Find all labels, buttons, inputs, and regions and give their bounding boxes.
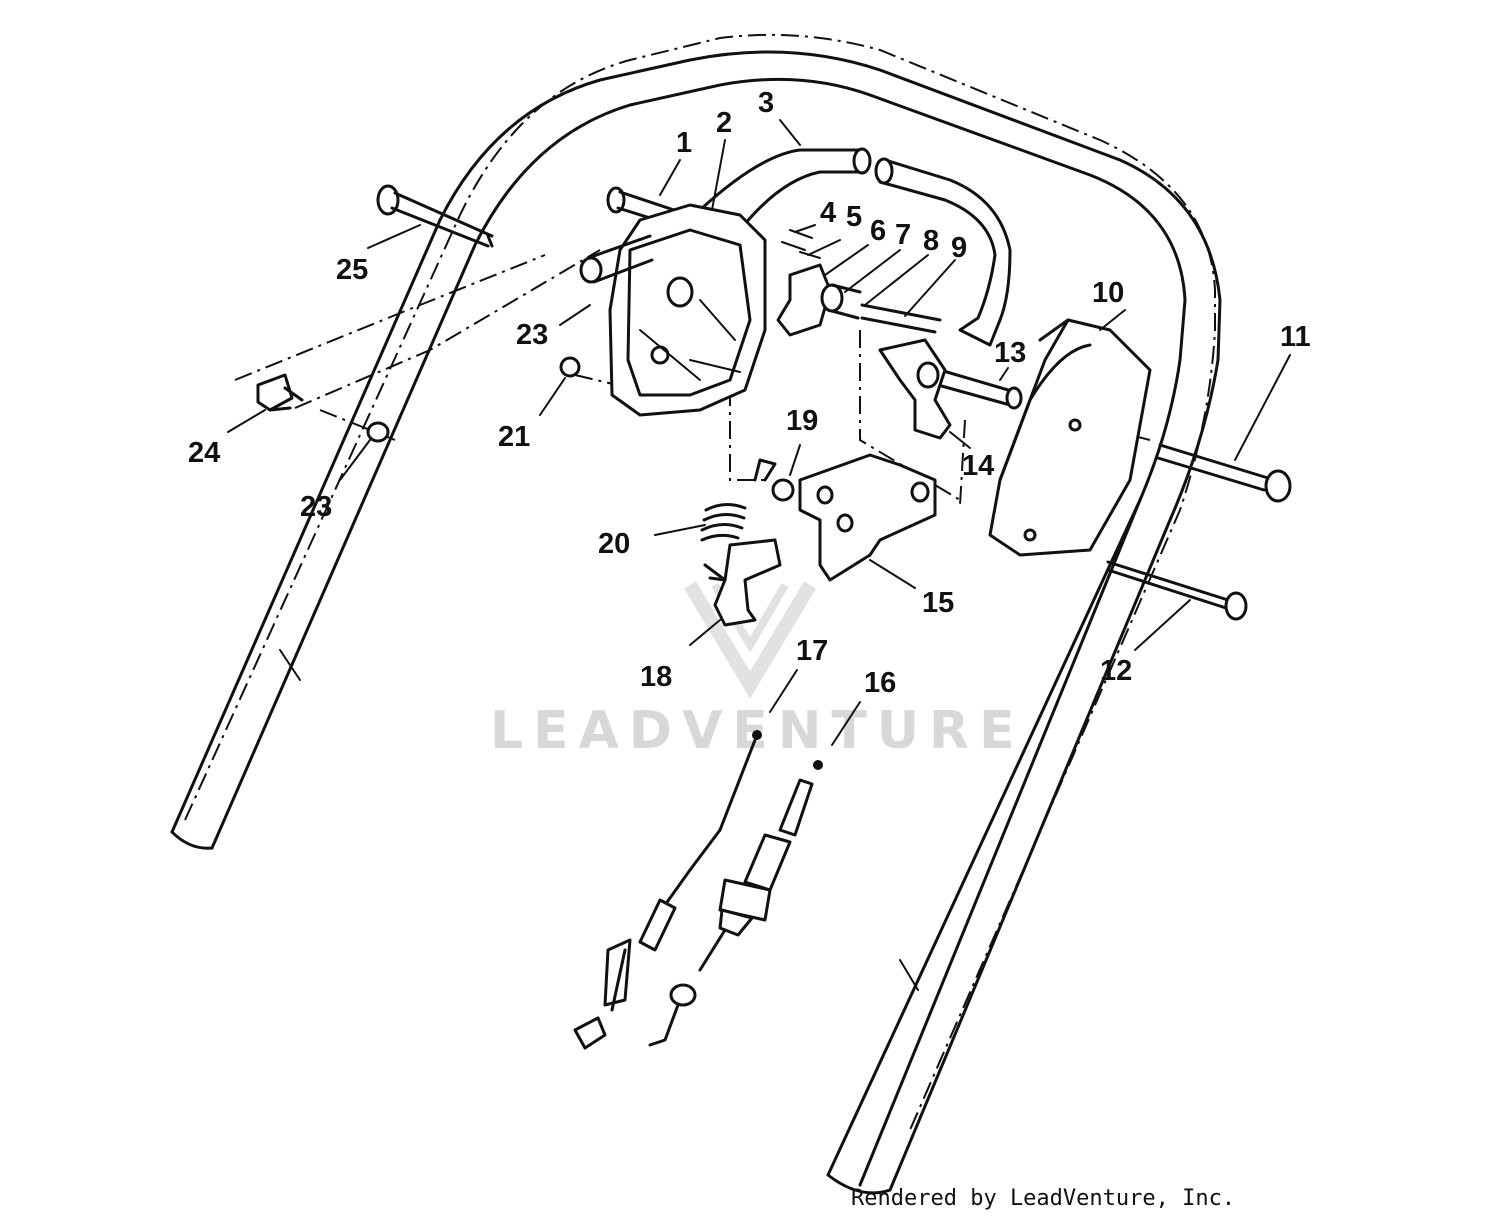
- callout-12: 12: [1100, 655, 1132, 687]
- callout-11: 11: [1280, 321, 1311, 353]
- callout-3: 3: [758, 87, 774, 119]
- part-12-bolt: [1106, 560, 1248, 621]
- callout-23-upper: 23: [516, 319, 548, 351]
- part-6-cam: [776, 263, 832, 337]
- part-18-latch: [703, 538, 782, 627]
- credit-text: Rendered by LeadVenture, Inc.: [851, 1186, 1236, 1211]
- handle-tube-left: [170, 58, 692, 834]
- handle-tube-end-left: [170, 830, 214, 850]
- callout-10: 10: [1092, 277, 1124, 309]
- callout-16: 16: [864, 667, 896, 699]
- callout-7: 7: [895, 219, 911, 251]
- part-19-washer: [771, 478, 795, 502]
- part-24-bushing: [256, 373, 304, 412]
- part-13-pin: [936, 368, 1023, 410]
- part-7-8-9-rod: [820, 283, 942, 334]
- handle-tube-right-outer: [688, 50, 1222, 1192]
- part-14-lever: [878, 338, 952, 440]
- callouts: 1 2 3 4 5 6 7 8 9 10 11 12 13 14 15 16 1…: [188, 87, 1311, 699]
- callout-25: 25: [336, 254, 368, 286]
- callout-21: 21: [498, 421, 530, 453]
- part-4-5-washers: [781, 229, 821, 259]
- part-11-bolt: [1156, 443, 1292, 503]
- part-20-spring: [700, 458, 777, 542]
- callout-20: 20: [598, 528, 630, 560]
- callout-13: 13: [994, 337, 1026, 369]
- part-25-bolt: [376, 184, 494, 248]
- callout-2: 2: [716, 107, 732, 139]
- callout-9: 9: [951, 232, 967, 264]
- part-23-spacer-upper: [579, 234, 654, 284]
- callout-14: 14: [962, 450, 994, 482]
- callout-4: 4: [820, 197, 836, 229]
- callout-17: 17: [796, 635, 828, 667]
- part-3-bail: [698, 147, 1012, 347]
- callout-6: 6: [870, 215, 886, 247]
- handle-tube-bend-mark: [279, 649, 919, 991]
- handle-tube-end-right: [826, 498, 1142, 1195]
- part-15-bracket: [798, 453, 937, 582]
- handle-outline-dashed: [184, 33, 1216, 1131]
- callout-23-lower: 23: [300, 491, 332, 523]
- part-10-cover: [988, 318, 1152, 557]
- part-2-housing: [608, 203, 767, 417]
- callout-15: 15: [922, 587, 954, 619]
- callout-1: 1: [676, 127, 692, 159]
- callout-19: 19: [786, 405, 818, 437]
- part-23-nut-lower: [366, 421, 390, 443]
- handle-tube-left-inner: [210, 77, 1187, 1187]
- part-21-nut: [559, 356, 581, 378]
- callout-8: 8: [923, 225, 939, 257]
- callout-5: 5: [846, 201, 862, 233]
- callout-24: 24: [188, 437, 220, 469]
- callout-18: 18: [640, 661, 672, 693]
- part-16-cable: [648, 760, 823, 1047]
- part-1-bolt: [606, 186, 682, 228]
- leader-lines: [227, 119, 1291, 746]
- part-17-cable: [573, 730, 762, 1050]
